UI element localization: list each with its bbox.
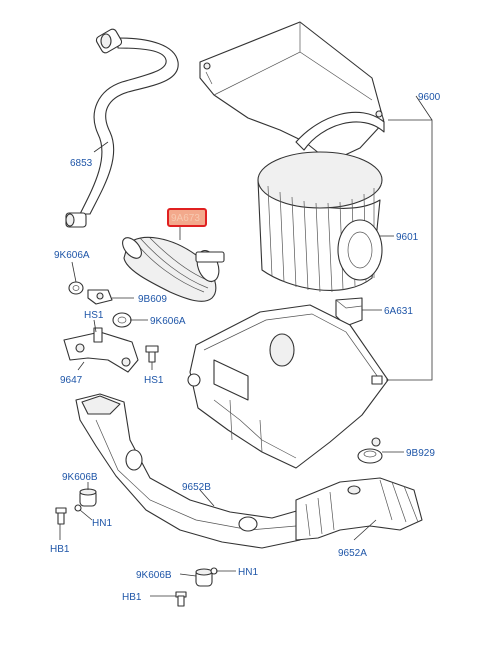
label-HS1-left: HS1: [84, 310, 104, 321]
label-9601: 9601: [396, 232, 419, 243]
bracket-9647: [63, 327, 139, 373]
label-9K606A-lower: 9K606A: [150, 316, 186, 327]
label-9K606B-upper: 9K606B: [62, 472, 98, 483]
air-cleaner-base: [187, 304, 389, 469]
grommet-9K606B-lower: [195, 568, 213, 587]
label-9K606B-lower: 9K606B: [136, 570, 172, 581]
grommet-9B929: [357, 448, 383, 464]
bolt-HB1-upper: [55, 507, 67, 525]
o-ring-9K606A-lower: [112, 312, 132, 328]
label-9B929: 9B929: [406, 448, 435, 459]
label-HS1-right: HS1: [144, 375, 164, 386]
label-HB1-lower: HB1: [122, 592, 142, 603]
inlet-duct-9652A: [295, 477, 423, 541]
intake-hose-9A673: [122, 236, 225, 302]
label-HN1-lower: HN1: [238, 567, 258, 578]
label-6853: 6853: [70, 158, 93, 169]
leader-lines: [59, 95, 433, 597]
label-9K606A-upper: 9K606A: [54, 250, 90, 261]
label-HN1-upper: HN1: [92, 518, 112, 529]
label-9600: 9600: [418, 92, 441, 103]
label-9B609: 9B609: [138, 294, 167, 305]
air-cleaner-cover-9600: [199, 21, 385, 163]
clip-9B609: [87, 289, 113, 305]
label-9647: 9647: [60, 375, 83, 386]
breather-hose-6853: [65, 28, 179, 228]
label-9A673: 9A673: [171, 213, 200, 224]
grommet-9K606B-upper: [79, 488, 97, 507]
inlet-duct-9652B: [75, 393, 301, 549]
air-filter-element-9601: [257, 151, 383, 293]
label-9652A: 9652A: [338, 548, 367, 559]
label-6A631: 6A631: [384, 306, 413, 317]
resonator-6A631: [335, 297, 363, 327]
bolt-HB1-lower: [175, 591, 187, 607]
highlight-box-9A673: [167, 208, 207, 227]
nut-HN1-upper: [74, 504, 82, 512]
bolt-HS1-right: [145, 345, 159, 363]
label-9652B: 9652B: [182, 482, 211, 493]
o-ring-9K606A-upper: [68, 281, 84, 295]
label-HB1-upper: HB1: [50, 544, 70, 555]
